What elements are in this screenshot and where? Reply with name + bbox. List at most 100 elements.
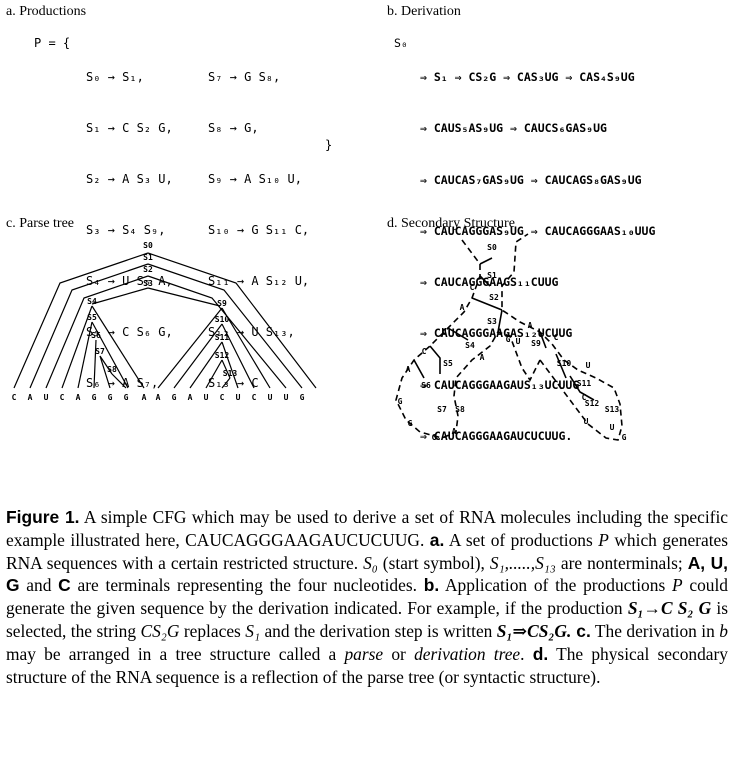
structure-base: A — [480, 353, 485, 362]
derivation-step: ⇒ S₁ ⇒ CS₂G ⇒ CAS₃UG ⇒ CAS₄S₉UG — [420, 70, 635, 84]
production: S₇ → G S₈, — [208, 70, 281, 84]
base-pair-line — [479, 257, 493, 287]
tree-leaf-base: G — [172, 393, 177, 402]
derivation-step: ⇒ CAUCAGGGAAGS₁₁CUUG — [420, 275, 559, 290]
caption-text: The physical secondary structure of the … — [6, 643, 728, 687]
caption-symbol: S₀ — [363, 552, 378, 573]
tree-edge — [77, 321, 93, 389]
caption-label-d: d. — [532, 643, 549, 664]
panel-a-title: a. Productions — [6, 4, 87, 19]
structure-node-label: S4 — [465, 341, 475, 350]
structure-node-label: S13 — [605, 405, 620, 414]
figure-caption: Figure 1. A simple CFG which may be used… — [6, 506, 728, 688]
base-pair-line — [555, 353, 595, 401]
tree-edge — [147, 287, 221, 307]
caption-text: and — [19, 575, 59, 596]
structure-base: U — [610, 423, 615, 432]
derivation-step: ⇒ CAUCAGGGAAGAUS₁₃UCUUG — [420, 377, 580, 392]
structure-base: A — [460, 303, 465, 312]
caption-label-c: c. — [571, 620, 591, 641]
caption-text: . — [520, 643, 533, 664]
base-pair-line — [447, 297, 503, 341]
tree-edge — [91, 321, 129, 389]
caption-bold: A, U, G — [6, 552, 728, 596]
caption-label-b: b. — [423, 575, 440, 596]
backbone — [453, 331, 541, 417]
caption-label-a: a. — [429, 529, 445, 550]
productions-column-2: S₇ → G S₈, S₈ → G, S₉ → A S₁₀ U, S₁₀ → G… — [208, 35, 309, 409]
production: S₁ → C S₂ G, — [86, 121, 173, 135]
caption-bold: C — [58, 575, 71, 596]
productions-close-brace: } — [325, 138, 333, 152]
tree-edge — [221, 307, 271, 389]
tree-leaf-base: C — [60, 393, 65, 402]
derivation-start: S₀ — [394, 36, 408, 50]
caption-text: or — [383, 643, 415, 664]
tree-leaf-base: A — [76, 393, 81, 402]
derivation-lines: ⇒ S₁ ⇒ CS₂G ⇒ CAS₃UG ⇒ CAS₄S₉UG ⇒ CAUS₅A… — [420, 35, 655, 462]
structure-base: C — [554, 333, 559, 342]
structure-base: U — [584, 417, 589, 426]
caption-text: replaces — [179, 620, 246, 641]
tree-node-label: S8 — [107, 365, 117, 374]
tree-leaf-base: U — [204, 393, 209, 402]
derivation-step: ⇒ CAUS₅AS₉UG ⇒ CAUCS₆GAS₉UG — [420, 121, 607, 136]
tree-leaf-base: A — [28, 393, 33, 402]
base-pair-line — [413, 345, 441, 379]
tree-edge — [111, 373, 127, 389]
structure-base: C — [470, 283, 475, 292]
tree-node-label: S7 — [95, 347, 105, 356]
structure-node-label: S1 — [487, 271, 497, 280]
structure-base: A — [528, 321, 533, 330]
caption-symbol: S₁→C S₂ G — [627, 598, 712, 619]
caption-symbol: parse — [344, 643, 384, 664]
tree-node-label: S1 — [143, 253, 153, 262]
tree-leaf-base: C — [252, 393, 257, 402]
tree-edge — [147, 252, 317, 389]
structure-node-label: S10 — [557, 359, 572, 368]
tree-edge — [221, 377, 231, 389]
caption-symbol: S₁,.....,S₁₃ — [489, 552, 556, 573]
backbone — [501, 233, 623, 441]
production: S₁₀ → G S₁₁ C, — [208, 223, 310, 237]
caption-text: which generates RNA sequences with a cer… — [6, 529, 729, 573]
caption-text: and the derivation step is written — [260, 620, 497, 641]
tree-leaf-base: U — [236, 393, 241, 402]
derivation-step: ⇒ CAUCAGGGAAGAUCUCUUG. — [420, 429, 573, 444]
structure-base: C — [422, 347, 427, 356]
structure-node-label: S0 — [487, 243, 497, 252]
caption-text: A set of productions — [444, 529, 599, 550]
panel-c-title: c. Parse tree — [6, 216, 75, 231]
production: S₁₁ → A S₁₂ U, — [208, 274, 310, 288]
production: S₃ → S₄ S₉, — [86, 223, 166, 237]
panel-d-title: d. Secondary Structure — [387, 216, 515, 231]
structure-node-label: S12 — [585, 399, 600, 408]
derivation-step: ⇒ CAUCAGGGAAGAS₁₂UCUUG — [420, 326, 573, 341]
structure-node-label: S11 — [577, 379, 592, 388]
structure-base: G — [432, 433, 437, 442]
productions-lhs: P = { — [34, 36, 71, 50]
structure-base: A — [406, 365, 411, 374]
tree-node-label: S3 — [143, 279, 153, 288]
production: S₀ → S₁, — [86, 70, 144, 84]
tree-leaf-base: A — [142, 393, 147, 402]
structure-base: G — [506, 335, 511, 344]
tree-leaf-base: C — [220, 393, 225, 402]
structure-node-label: S3 — [487, 317, 497, 326]
base-pair-line — [497, 309, 547, 349]
structure-node-label: S8 — [455, 405, 465, 414]
tree-edge — [45, 275, 149, 389]
tree-leaf-base: A — [188, 393, 193, 402]
tree-edge — [221, 359, 231, 379]
caption-symbol: P — [671, 575, 683, 596]
tree-edge — [157, 307, 223, 389]
tree-edge — [99, 355, 113, 375]
tree-edge — [29, 263, 149, 389]
tree-edge — [205, 359, 223, 389]
tree-leaf-base: G — [300, 393, 305, 402]
tree-edge — [173, 323, 223, 389]
caption-text: are terminals representing the four nucl… — [70, 575, 424, 596]
tree-edge — [147, 263, 303, 389]
caption-text: are nonterminals; — [555, 552, 688, 573]
